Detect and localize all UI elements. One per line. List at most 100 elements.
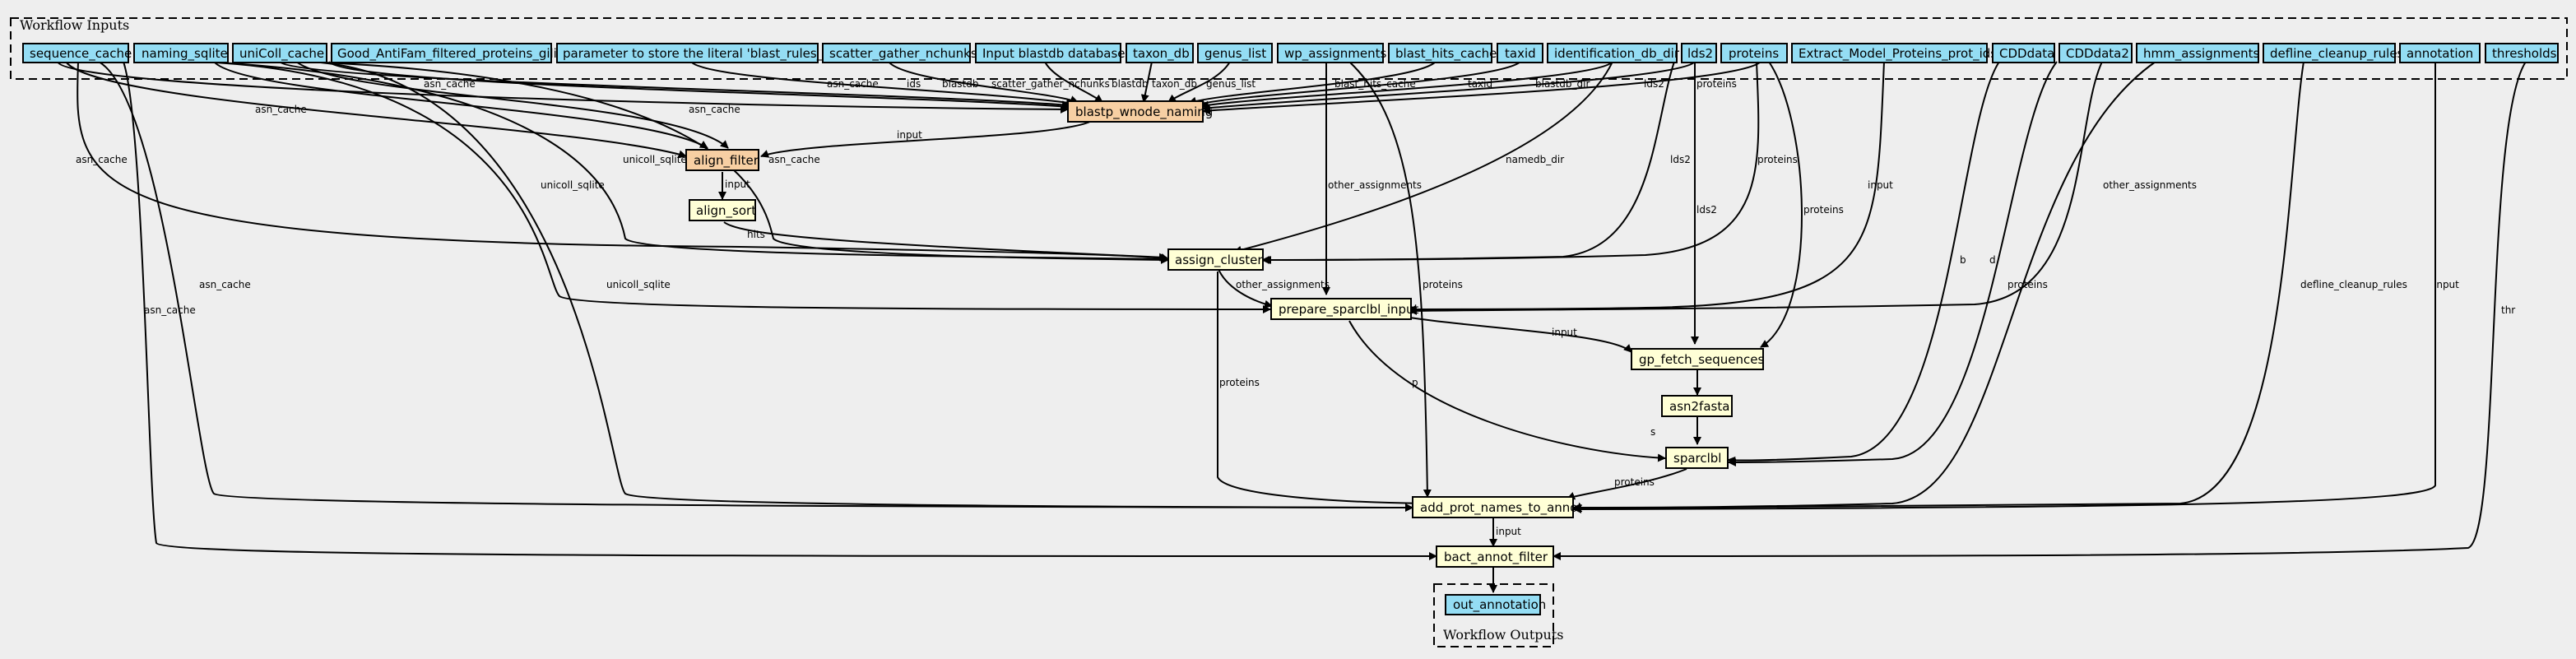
edge-label-lds2-3: lds2: [1696, 204, 1717, 216]
step-label-add-prot-names: add_prot_names_to_annot: [1420, 500, 1582, 516]
input-node-taxid[interactable]: taxid: [1497, 43, 1543, 63]
input-label-sequence-cache: sequence_cache: [30, 46, 132, 62]
input-node-unicoll-cache[interactable]: uniColl_cache: [232, 43, 327, 63]
edge-sequence-cache-addprot: [98, 61, 1413, 512]
input-label-hmm-assignments: hmm_assignments: [2143, 46, 2259, 62]
edge-label-blasthits: blast_hits_cache: [1334, 78, 1416, 90]
edge-uniColl-alignfilter: [295, 61, 729, 149]
step-label-asn2fasta: asn2fasta: [1669, 399, 1729, 414]
edge-label-d: d: [1989, 254, 1996, 266]
edge-naming-prepare: [197, 61, 1271, 313]
input-label-taxon-db: taxon_db: [1133, 46, 1190, 62]
edge-label-scatter: scatter_gather_nchunks: [991, 78, 1110, 90]
edge-label-b: b: [1960, 254, 1966, 266]
step-node-asn2fasta[interactable]: asn2fasta: [1661, 395, 1733, 417]
edge-label-unicoll-3: unicoll_sqlite: [606, 279, 671, 290]
edge-label-other-assign-3: other_assignments: [1236, 279, 1330, 290]
input-label-parameter: parameter to store the literal 'blast_ru…: [563, 46, 842, 62]
input-label-extract-model: Extract_Model_Proteins_prot_ids: [1799, 46, 1997, 62]
input-node-lds2[interactable]: lds2: [1681, 43, 1717, 63]
edge-label-blastdb-2: blastdb: [1112, 78, 1149, 90]
input-node-defline-cleanup[interactable]: defline_cleanup_rules: [2263, 43, 2404, 63]
input-node-extract-model[interactable]: Extract_Model_Proteins_prot_ids: [1791, 43, 1997, 63]
input-node-blastdb[interactable]: Input blastdb databases: [975, 43, 1132, 63]
edge-label-proteins-4: proteins: [1423, 279, 1463, 290]
step-node-bact-annot-filter[interactable]: bact_annot_filter: [1436, 545, 1554, 568]
edge-iddb-assign: [1233, 61, 1613, 254]
step-node-gp-fetch-sequences[interactable]: gp_fetch_sequences: [1631, 348, 1764, 370]
step-node-add-prot-names[interactable]: add_prot_names_to_annot: [1412, 496, 1582, 518]
input-label-annotation: annotation: [2407, 46, 2473, 61]
step-label-assign-cluster: assign_cluster: [1175, 253, 1263, 268]
edge-lds2-blastp: [1202, 61, 1696, 113]
input-node-annotation[interactable]: annotation: [2399, 43, 2481, 63]
input-node-scatter-gather[interactable]: scatter_gather_nchunks: [822, 43, 977, 63]
input-node-hmm-assignments[interactable]: hmm_assignments: [2136, 43, 2259, 63]
step-node-prepare-sparclbl-input[interactable]: prepare_sparclbl_input: [1270, 298, 1419, 320]
input-label-wp-assignments: wp_assignments: [1284, 46, 1387, 62]
edge-prepare-sparclbl: [1348, 320, 1666, 462]
edge-label-blastdb-1: blastdb: [942, 78, 979, 90]
input-node-blast-hits-cache[interactable]: blast_hits_cache: [1388, 43, 1497, 63]
output-node-out-annotation[interactable]: out_annotation: [1445, 594, 1546, 615]
step-node-assign-cluster[interactable]: assign_cluster: [1167, 248, 1264, 271]
input-node-thresholds[interactable]: thresholds: [2485, 43, 2559, 63]
edge-label-ids: ids: [907, 78, 921, 90]
input-label-naming-sqlite: naming_sqlite: [142, 46, 228, 62]
edge-proteins-blastp: [1202, 61, 1761, 115]
edge-sequence-cache-blastp: [57, 61, 1069, 114]
edge-sequence-cache-alignfilter: [65, 61, 687, 159]
step-node-sparclbl[interactable]: sparclbl: [1665, 447, 1729, 469]
edge-label-asn-cache-5: asn_cache: [76, 154, 128, 165]
edge-thresholds-bactfilter: [1553, 61, 2527, 560]
step-nodes: blastp_wnode_naming align_filter align_s…: [685, 100, 1764, 568]
workflow-inputs-cluster: Workflow Inputs: [10, 17, 2568, 80]
edge-lds2-assign: [1261, 61, 1675, 264]
edge-label-genus: genus_list: [1206, 78, 1256, 90]
input-label-genus-list: genus_list: [1204, 46, 1266, 62]
step-label-blastp-wnode-naming: blastp_wnode_naming: [1075, 104, 1213, 120]
step-node-blastp-wnode-naming[interactable]: blastp_wnode_naming: [1067, 100, 1213, 123]
edge-blastp-alignfilter: [760, 118, 1095, 158]
input-label-thresholds: thresholds: [2492, 46, 2557, 61]
input-node-naming-sqlite[interactable]: naming_sqlite: [133, 43, 229, 63]
input-node-genus-list[interactable]: genus_list: [1197, 43, 1273, 63]
step-node-align-filter[interactable]: align_filter: [685, 149, 759, 171]
input-node-sequence-cache[interactable]: sequence_cache: [22, 43, 132, 63]
input-node-parameter[interactable]: parameter to store the literal 'blast_ru…: [556, 43, 842, 63]
edge-scatter-blastp: [888, 61, 1079, 104]
step-label-bact-annot-filter: bact_annot_filter: [1444, 550, 1548, 565]
edge-label-proteins-5: proteins: [1219, 377, 1260, 388]
input-label-good-antifam: Good_AntiFam_filtered_proteins_gilist: [337, 46, 569, 62]
step-label-sparclbl: sparclbl: [1673, 451, 1721, 466]
edge-label-input-5: input: [2434, 279, 2459, 290]
input-node-proteins[interactable]: proteins: [1720, 43, 1788, 63]
input-label-taxid: taxid: [1505, 46, 1536, 61]
input-label-cdddata2: CDDdata2: [2066, 46, 2129, 61]
edge-extract-prepare: [1408, 61, 1885, 313]
step-node-align-sort[interactable]: align_sort: [689, 199, 756, 221]
edge-label-proteins-2: proteins: [1757, 154, 1798, 165]
input-node-taxon-db[interactable]: taxon_db: [1126, 43, 1194, 63]
edge-label-other-assign-1: other_assignments: [1328, 179, 1422, 191]
input-node-cdddata[interactable]: CDDdata: [1992, 43, 2055, 63]
edge-label-proteins-6: proteins: [2007, 279, 2048, 290]
edge-label-unicoll-2: unicoll_sqlite: [541, 179, 605, 191]
edge-label-input-3: input: [1868, 179, 1893, 191]
edge-label-proteins-3: proteins: [1803, 204, 1844, 216]
input-nodes: sequence_cache naming_sqlite uniColl_cac…: [22, 43, 2559, 63]
edge-label-p: p: [1412, 377, 1418, 388]
edge-genus-blastp: [1167, 61, 1231, 103]
edge-label-asn-cache-2: asn_cache: [424, 78, 476, 90]
input-node-identification-db[interactable]: identification_db_dir: [1547, 43, 1680, 63]
edge-label-asn-cache-7: asn_cache: [199, 279, 251, 290]
edge-cdd2-sparclbl: [1728, 61, 2058, 466]
edge-label-defline: defline_cleanup_rules: [2300, 279, 2407, 290]
step-label-align-filter: align_filter: [694, 153, 759, 169]
input-node-good-antifam[interactable]: Good_AntiFam_filtered_proteins_gilist: [331, 43, 569, 63]
input-node-cdddata2[interactable]: CDDdata2: [2058, 43, 2133, 63]
edge-uniColl-addprot: [308, 61, 1413, 512]
input-node-wp-assignments[interactable]: wp_assignments: [1277, 43, 1387, 63]
edge-iddb-blastp: [1200, 61, 1613, 109]
